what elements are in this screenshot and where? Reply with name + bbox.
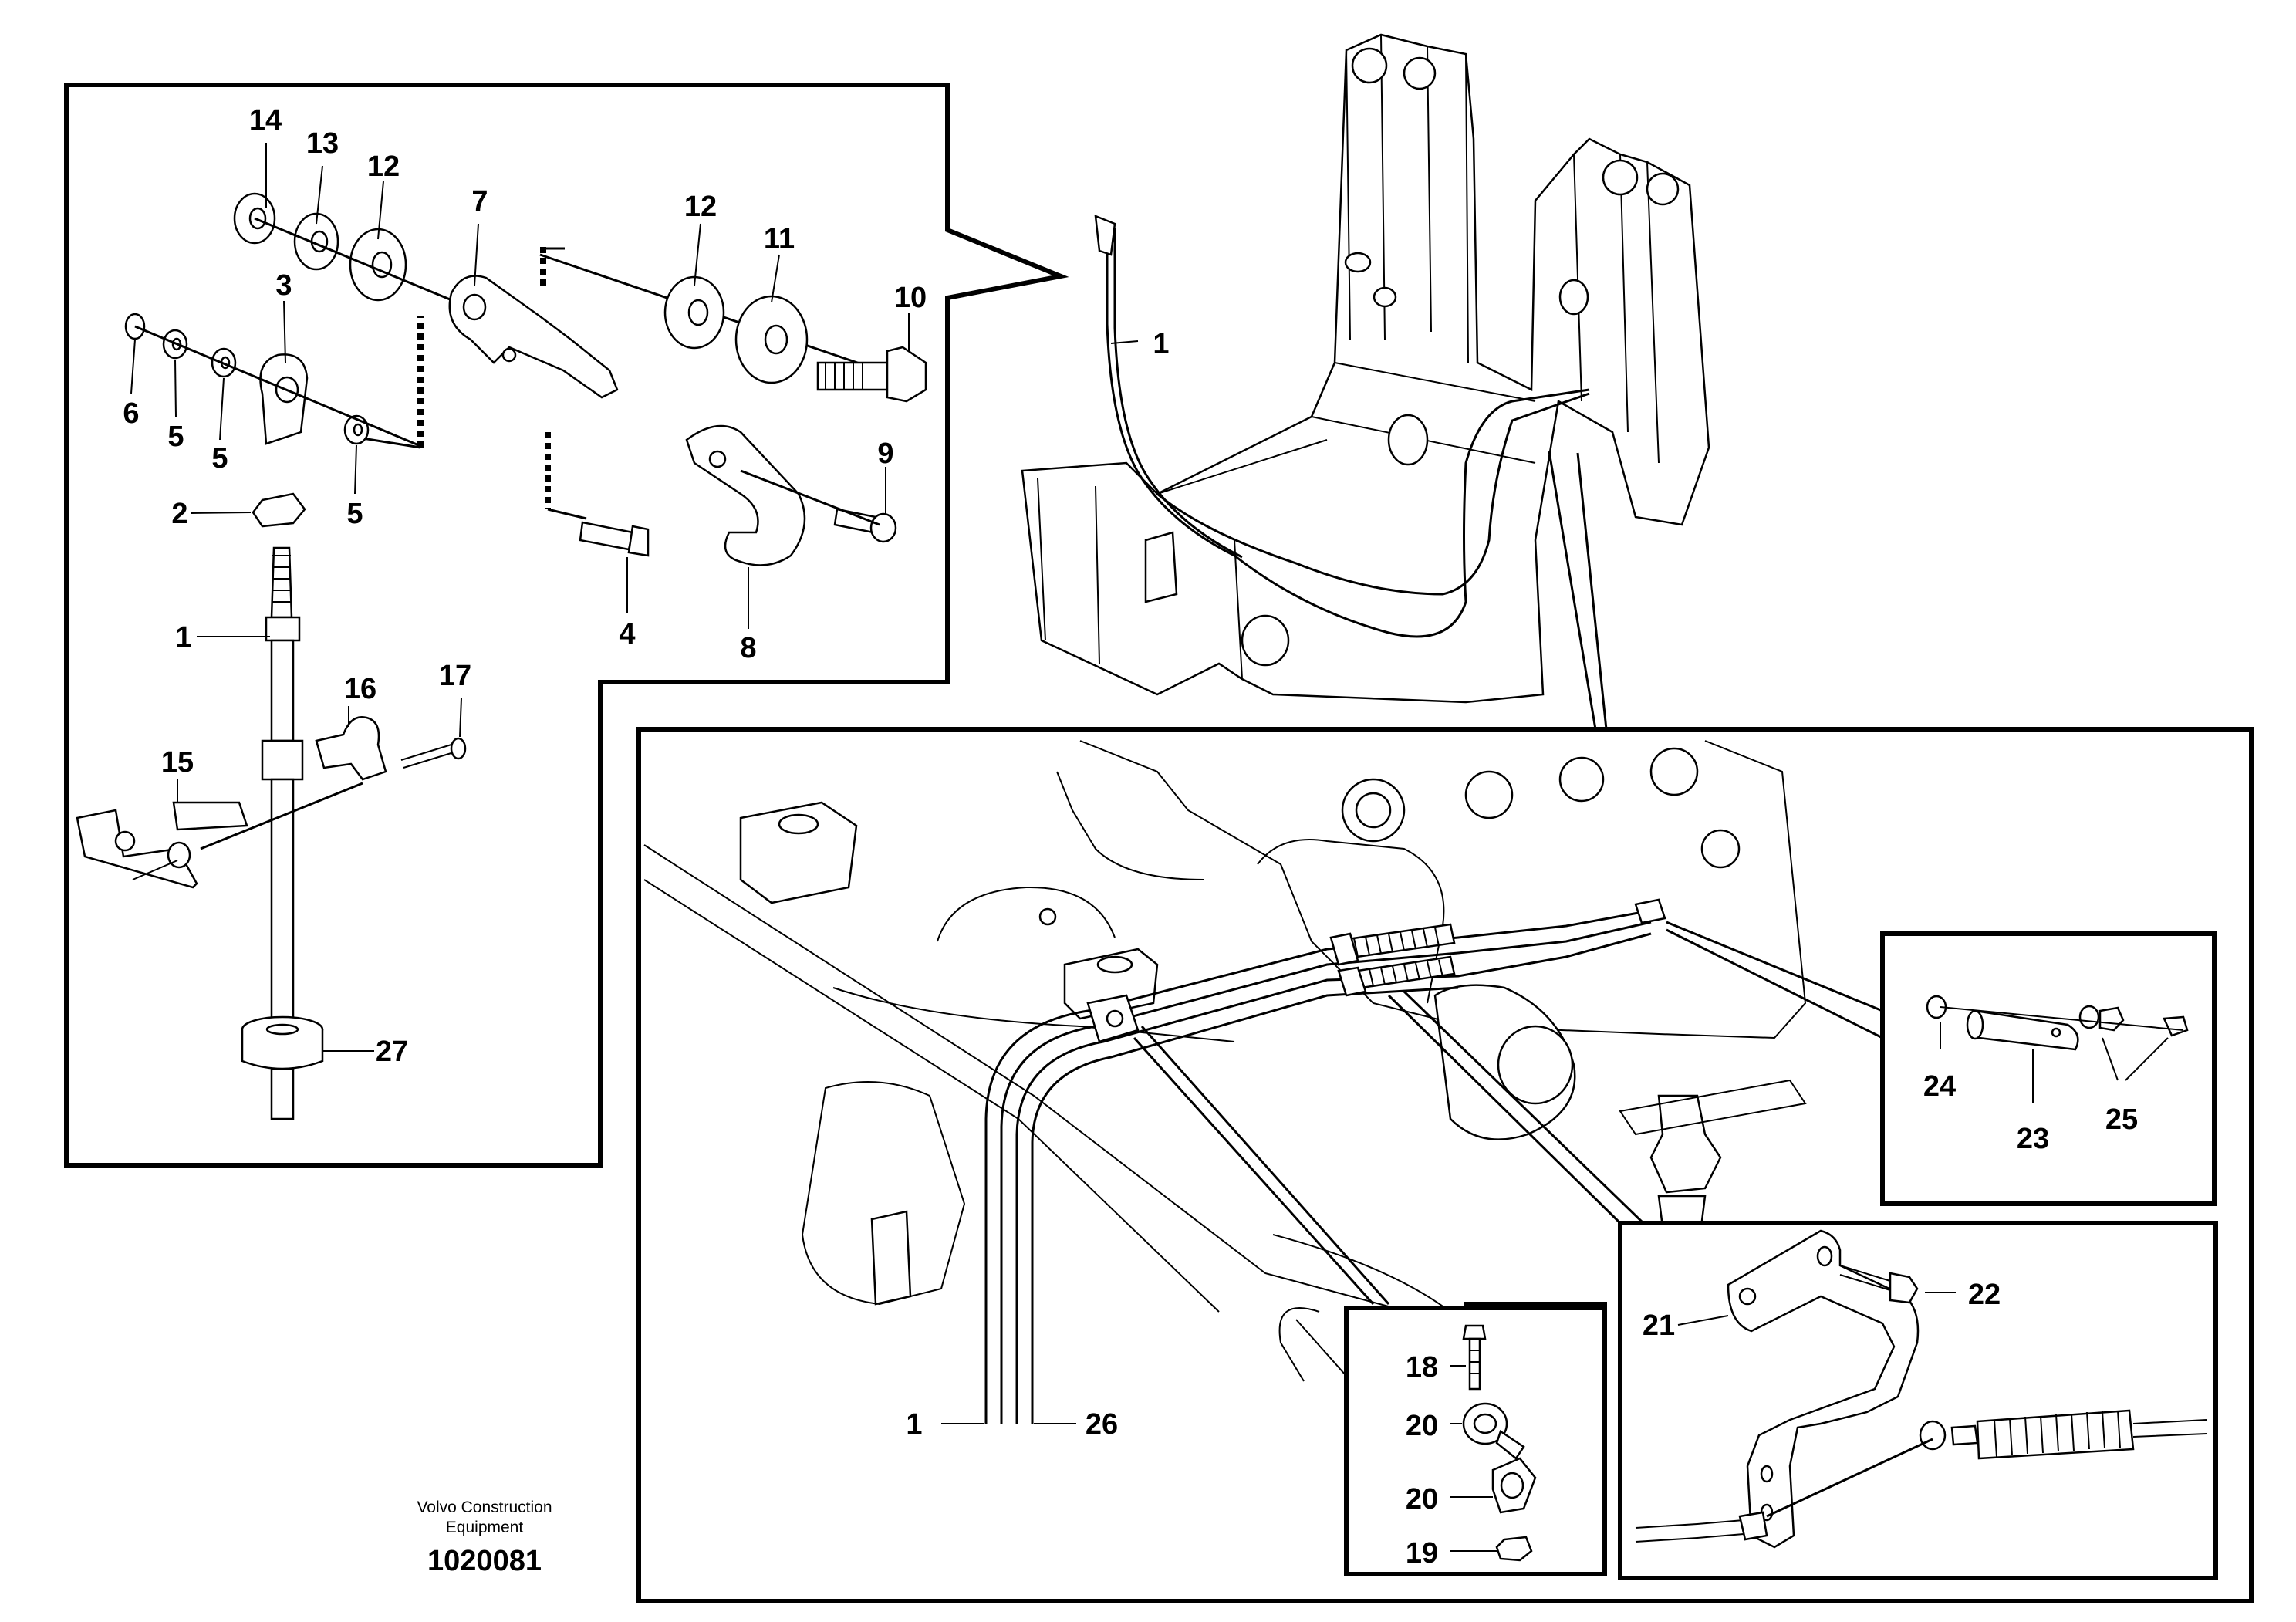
callout-18: 18 xyxy=(1406,1351,1438,1384)
clamp-20-bottom xyxy=(1491,1457,1537,1514)
bolt-18 xyxy=(1462,1324,1487,1391)
callout-1-panel: 1 xyxy=(906,1408,922,1441)
caption-manufacturer-line1: Volvo Construction xyxy=(417,1499,552,1516)
callout-6: 6 xyxy=(123,397,139,430)
callout-4: 4 xyxy=(619,618,635,650)
callout-23: 23 xyxy=(2017,1123,2049,1155)
bolt-10 xyxy=(816,346,927,403)
callout-9: 9 xyxy=(877,438,893,470)
callout-10: 10 xyxy=(894,282,927,314)
callout-17: 17 xyxy=(439,660,471,692)
callout-22: 22 xyxy=(1968,1279,2001,1311)
washer-12-left xyxy=(349,228,407,302)
caption-block: Volvo Construction Equipment 1020081 xyxy=(417,1499,552,1577)
washer-11 xyxy=(734,295,809,384)
callout-16: 16 xyxy=(344,673,376,705)
bolt-22 xyxy=(1839,1265,1919,1304)
callout-24: 24 xyxy=(1923,1070,1956,1103)
callout-20-top: 20 xyxy=(1406,1410,1438,1442)
callout-15: 15 xyxy=(161,746,194,779)
cover-8 xyxy=(685,424,806,566)
callout-1-detail: 1 xyxy=(175,621,191,654)
subpanel-pin: 24 23 25 xyxy=(1880,931,2217,1206)
callout-12-left: 12 xyxy=(367,150,400,183)
callout-7: 7 xyxy=(471,185,488,218)
washer-5c xyxy=(343,414,370,445)
nut-2 xyxy=(252,492,306,528)
callout-20-bottom: 20 xyxy=(1406,1483,1438,1516)
callout-8: 8 xyxy=(740,632,756,664)
callout-13: 13 xyxy=(306,127,339,160)
washer-12-right xyxy=(663,275,725,350)
callout-2: 2 xyxy=(171,498,187,530)
ball-joint-3 xyxy=(259,353,309,445)
nuts-25 xyxy=(2078,1005,2189,1037)
callout-5-b: 5 xyxy=(211,442,228,475)
machine-frame-overview: 1 xyxy=(1021,33,1710,730)
callout-21: 21 xyxy=(1643,1309,1675,1342)
callout-5-c: 5 xyxy=(346,498,363,530)
subpanel-clamp-hardware: 18 20 20 19 xyxy=(1344,1302,1607,1576)
callout-19: 19 xyxy=(1406,1537,1438,1570)
callout-11: 11 xyxy=(764,223,795,255)
callout-27: 27 xyxy=(376,1036,408,1068)
cable-rod-1 xyxy=(261,546,304,1120)
callout-3: 3 xyxy=(275,269,292,302)
detail-panel-lever-assembly: 14 13 12 7 12 11 10 3 6 5 5 5 9 2 4 8 1 … xyxy=(64,83,1069,1168)
callout-26: 26 xyxy=(1086,1408,1118,1441)
subpanel-bracket: 22 21 xyxy=(1618,1221,2218,1580)
bolt-17 xyxy=(400,737,467,769)
grommet-27 xyxy=(241,1015,324,1070)
drawing-number: 1020081 xyxy=(427,1545,542,1577)
screw-4 xyxy=(579,521,650,557)
callout-12-right: 12 xyxy=(684,191,717,223)
callout-1-overview: 1 xyxy=(1153,328,1169,360)
bracket-21 xyxy=(1727,1229,1920,1549)
callout-25: 25 xyxy=(2105,1103,2138,1136)
callout-5-a: 5 xyxy=(167,421,184,453)
callout-14: 14 xyxy=(249,104,282,137)
lever-7 xyxy=(448,275,619,399)
bracket-15 xyxy=(76,801,248,889)
pin-23 xyxy=(1966,1009,2079,1051)
caption-manufacturer-line2: Equipment xyxy=(446,1519,524,1536)
clamp-20-top xyxy=(1462,1402,1525,1460)
screw-9 xyxy=(833,508,897,543)
nut-19 xyxy=(1495,1536,1533,1562)
